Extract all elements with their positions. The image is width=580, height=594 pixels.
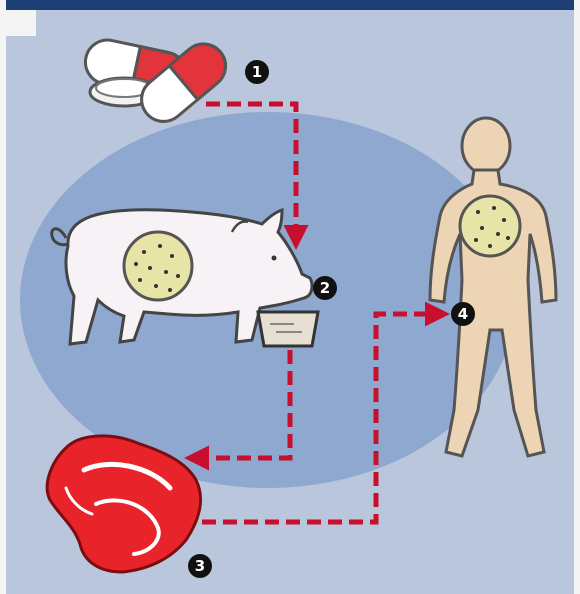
step-badge-1: 1 xyxy=(245,60,269,84)
feed-trough-icon xyxy=(258,312,318,346)
step-badge-3: 3 xyxy=(188,554,212,578)
left-border xyxy=(0,0,6,594)
pig-cyst-icon xyxy=(124,232,192,300)
right-border xyxy=(574,0,580,594)
human-cyst-icon xyxy=(460,196,520,256)
step-badge-4: 4 xyxy=(451,302,475,326)
step-badge-2: 2 xyxy=(313,276,337,300)
top-bar xyxy=(0,0,580,10)
